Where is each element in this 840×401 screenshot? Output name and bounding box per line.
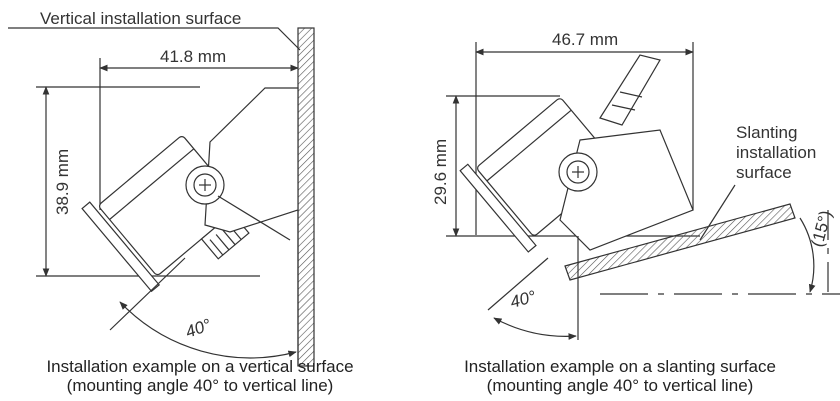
- surface-leader-line: [8, 27, 301, 51]
- right-width-label: 46.7 mm: [552, 30, 618, 49]
- vertical-surface-label: Vertical installation surface: [40, 9, 241, 28]
- right-caption-line1: Installation example on a slanting surfa…: [464, 357, 776, 376]
- left-height-label: 38.9 mm: [53, 149, 72, 215]
- slanting-surface: [564, 203, 796, 281]
- slanting-label-line3: surface: [736, 163, 792, 182]
- left-caption-line1: Installation example on a vertical surfa…: [46, 357, 354, 376]
- left-angle-label: 40°: [183, 315, 214, 342]
- right-figure: [446, 42, 840, 340]
- right-angle-label: 40°: [508, 287, 538, 312]
- left-width-label: 41.8 mm: [160, 47, 226, 66]
- tilt-angle-label: (15°): [808, 208, 836, 249]
- right-height-label: 29.6 mm: [431, 139, 450, 205]
- right-caption-line2: (mounting angle 40° to vertical line): [486, 376, 754, 395]
- tilt-arc: [799, 217, 816, 293]
- left-figure: [8, 27, 315, 367]
- right-caption: Installation example on a slanting surfa…: [420, 357, 820, 395]
- angle-arc-right: [493, 317, 577, 340]
- cable: [599, 54, 661, 126]
- vertical-wall: [297, 27, 315, 367]
- angle-axis-right: [487, 257, 549, 311]
- bracket-left: [204, 87, 299, 233]
- angle-arc-left: [119, 301, 297, 359]
- left-caption-line2: (mounting angle 40° to vertical line): [66, 376, 334, 395]
- slanting-leader: [699, 184, 736, 241]
- slanting-label-line2: installation: [736, 143, 816, 162]
- slanting-label-line1: Slanting: [736, 123, 797, 142]
- left-caption: Installation example on a vertical surfa…: [0, 357, 400, 395]
- angle-axis-left: [109, 257, 186, 331]
